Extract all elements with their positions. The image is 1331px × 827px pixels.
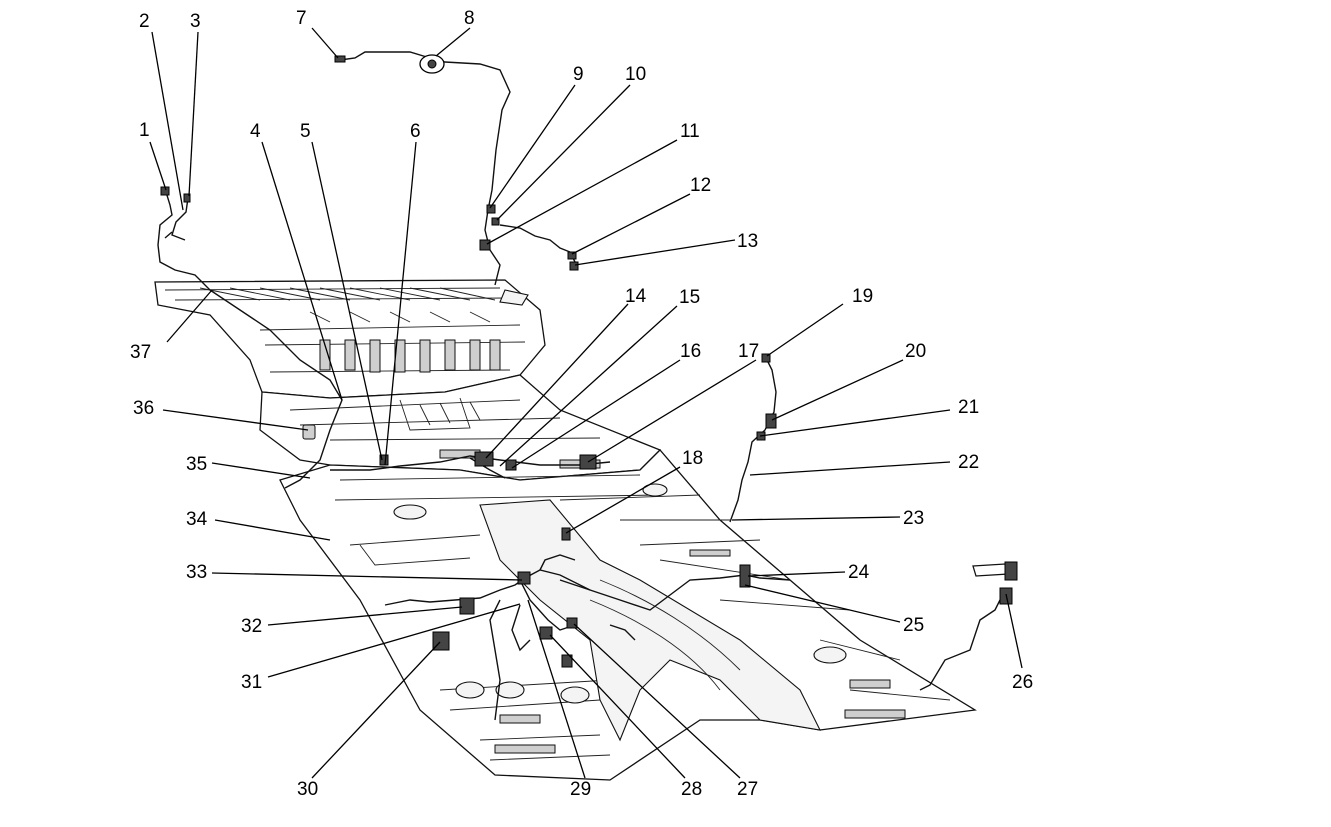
callout-37: 37 bbox=[130, 342, 151, 363]
callout-33: 33 bbox=[186, 562, 207, 583]
callout-35: 35 bbox=[186, 454, 207, 475]
callout-32: 32 bbox=[241, 616, 262, 637]
callout-3: 3 bbox=[190, 11, 201, 32]
callout-12: 12 bbox=[690, 175, 711, 196]
callout-2: 2 bbox=[139, 11, 150, 32]
callout-22: 22 bbox=[958, 452, 979, 473]
callout-27: 27 bbox=[737, 779, 758, 800]
callout-25: 25 bbox=[903, 615, 924, 636]
callout-16: 16 bbox=[680, 341, 701, 362]
callout-26: 26 bbox=[1012, 672, 1033, 693]
callout-6: 6 bbox=[410, 121, 421, 142]
callout-29: 29 bbox=[570, 779, 591, 800]
callout-5: 5 bbox=[300, 121, 311, 142]
callout-34: 34 bbox=[186, 509, 208, 530]
callout-15: 15 bbox=[679, 287, 700, 308]
callout-8: 8 bbox=[464, 8, 475, 29]
callout-7: 7 bbox=[296, 8, 307, 29]
callout-20: 20 bbox=[905, 341, 926, 362]
callout-11: 11 bbox=[680, 121, 700, 142]
callout-21: 21 bbox=[958, 397, 979, 418]
callout-14: 14 bbox=[625, 286, 647, 307]
callout-31: 31 bbox=[241, 672, 262, 693]
callout-36: 36 bbox=[133, 398, 154, 419]
callout-9: 9 bbox=[573, 64, 584, 85]
callout-30: 30 bbox=[297, 779, 318, 800]
vehicle-floor-pan bbox=[154, 279, 977, 781]
callout-18: 18 bbox=[682, 448, 703, 469]
callout-23: 23 bbox=[903, 508, 924, 529]
callout-24: 24 bbox=[848, 562, 870, 583]
callout-19: 19 bbox=[852, 286, 873, 307]
callout-numbers: 1 2 3 4 5 6 7 8 9 10 11 12 13 14 15 16 1… bbox=[130, 8, 1033, 800]
callout-13: 13 bbox=[737, 231, 758, 252]
callout-10: 10 bbox=[625, 64, 646, 85]
callout-leader-lines bbox=[149, 27, 1023, 779]
callout-4: 4 bbox=[250, 121, 261, 142]
callout-28: 28 bbox=[681, 779, 702, 800]
callout-17: 17 bbox=[738, 341, 759, 362]
callout-1: 1 bbox=[139, 120, 150, 141]
